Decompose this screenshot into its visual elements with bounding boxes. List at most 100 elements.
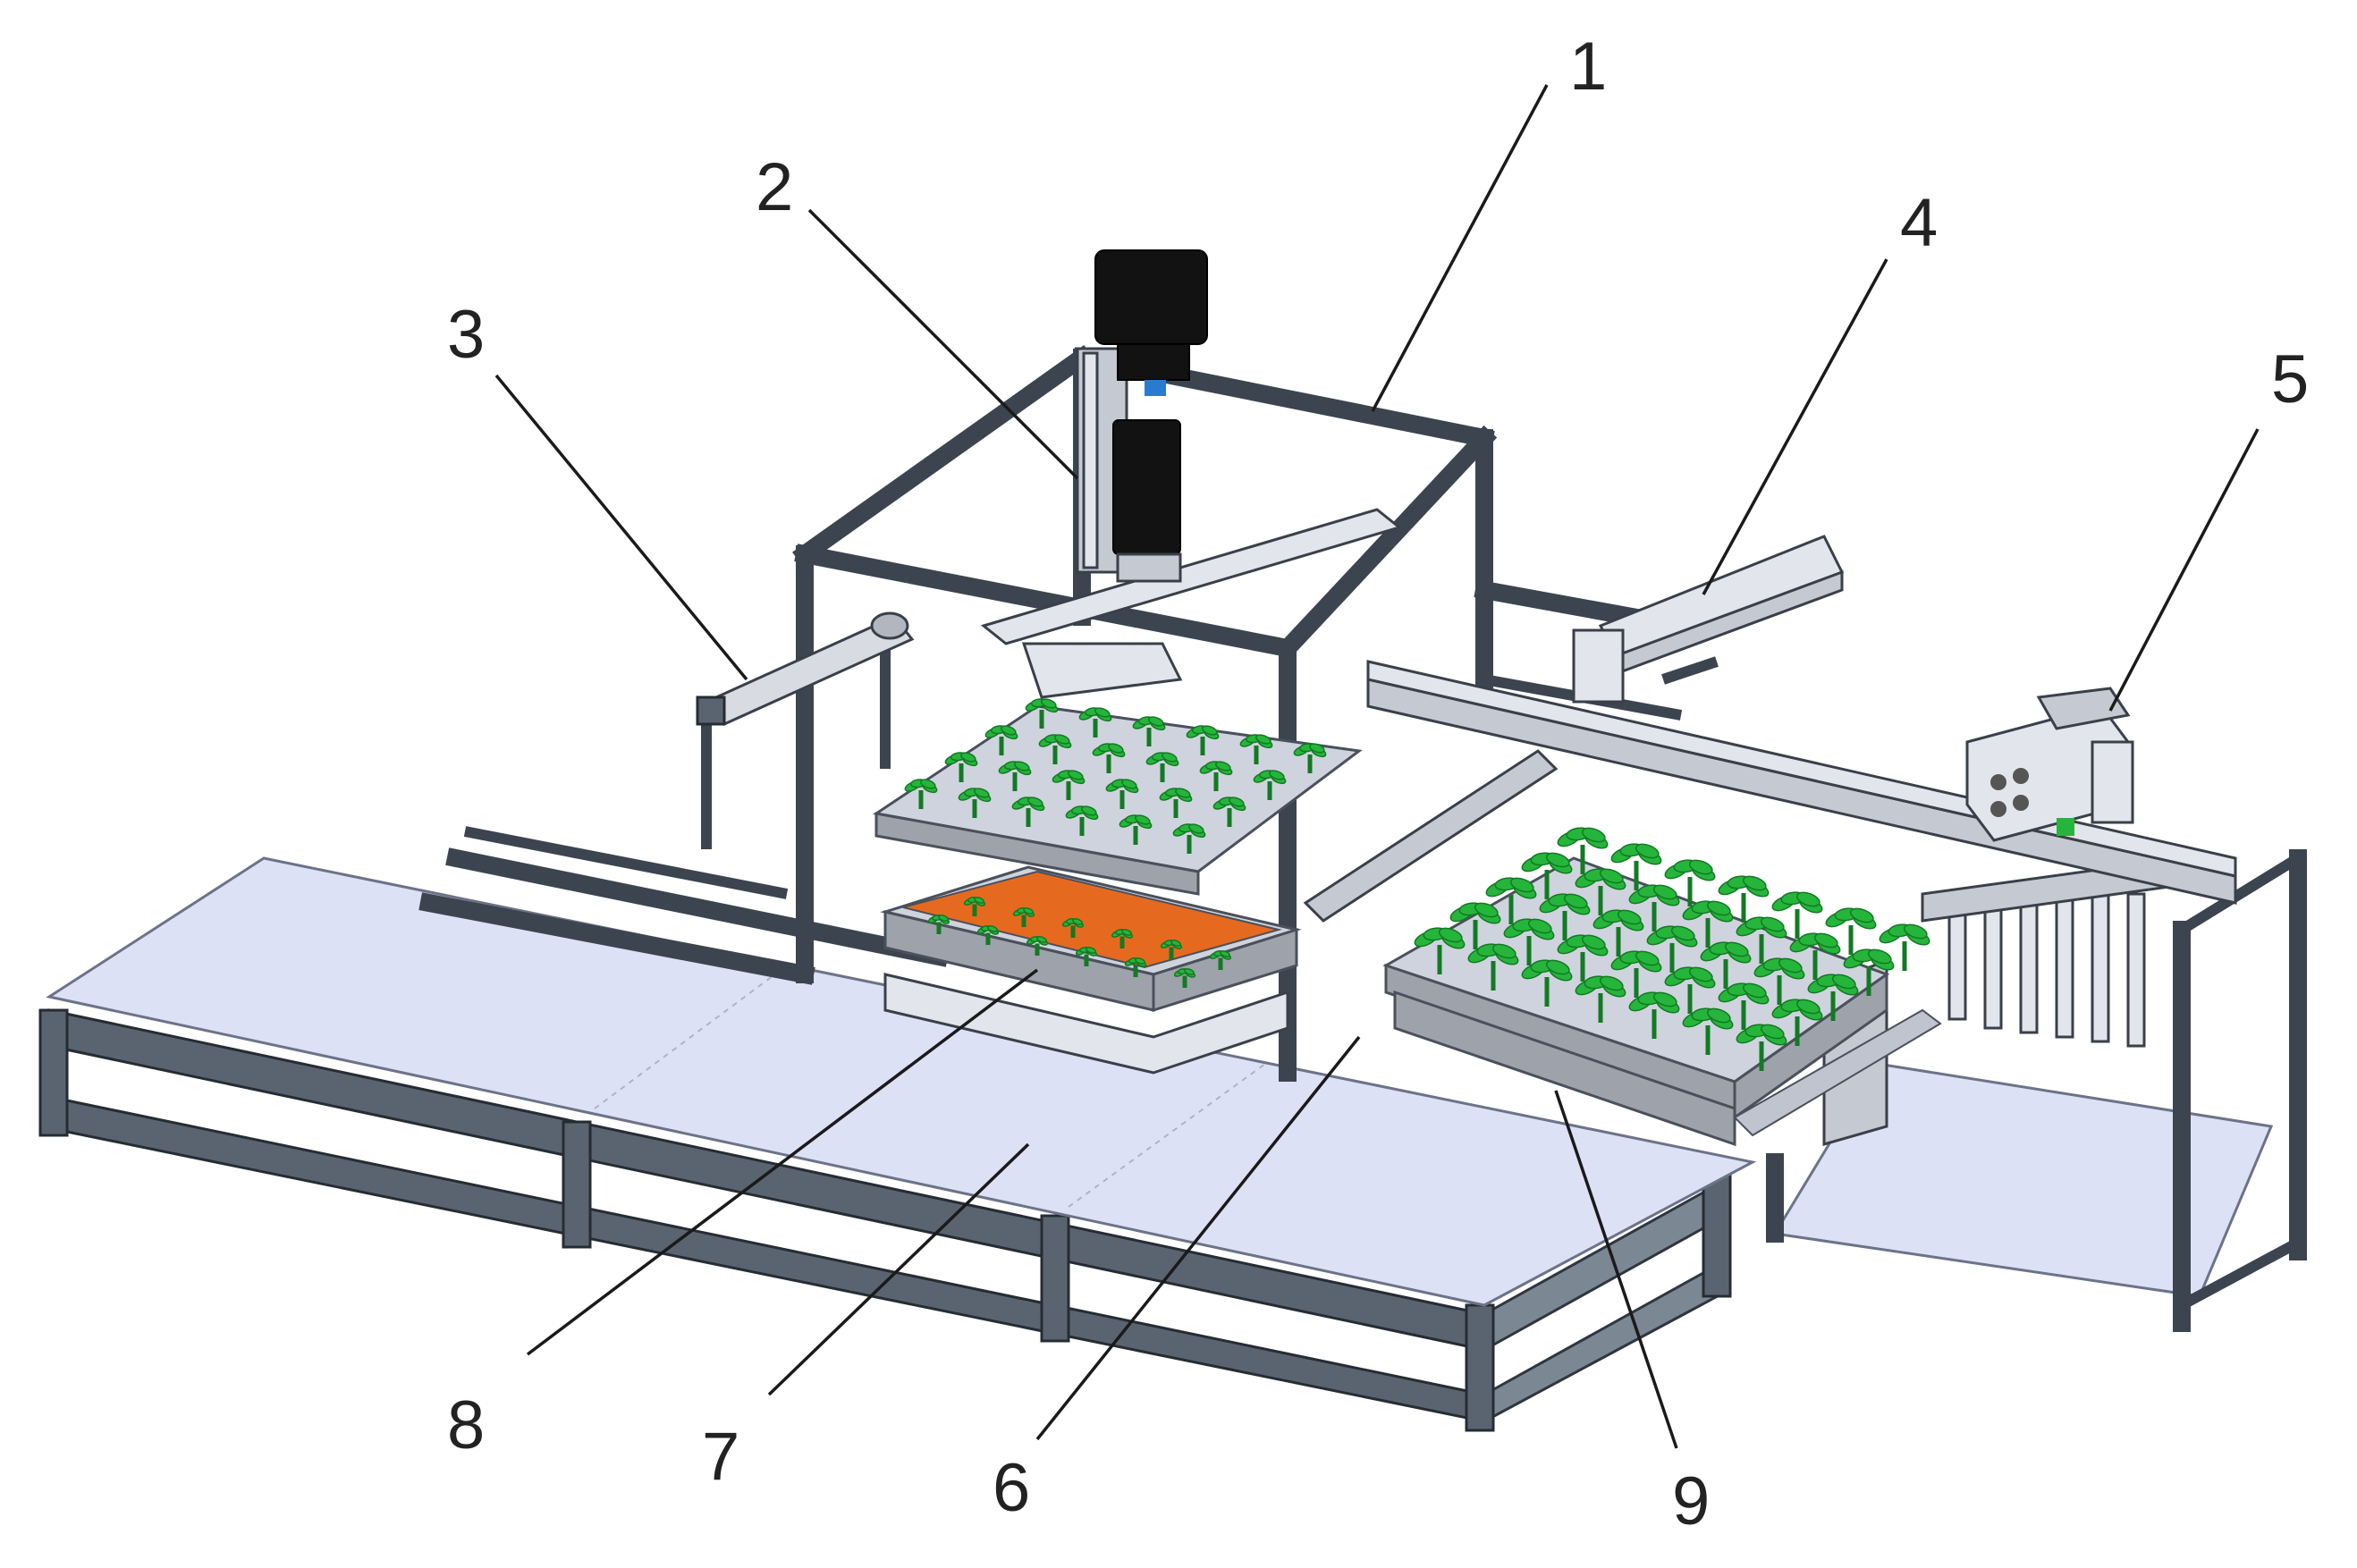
callout-3: 3 (447, 297, 485, 373)
seedling (1575, 868, 1626, 915)
callout-9: 9 (1672, 1463, 1710, 1539)
seedling (1052, 770, 1086, 800)
seedlings-orange-tray (927, 897, 1232, 988)
leader-line-3 (494, 374, 748, 681)
seedling (958, 788, 992, 818)
seedling (1038, 734, 1072, 764)
seedling (1145, 752, 1179, 782)
seedling (1025, 698, 1059, 729)
seedling (1521, 959, 1573, 1007)
orange-cell-grid (902, 870, 1282, 969)
right-rear-slide (1572, 535, 1845, 704)
leader-line-8 (526, 968, 1039, 1356)
seedling (1825, 907, 1877, 955)
seedling (1075, 947, 1098, 966)
callout-4: 4 (1900, 185, 1938, 261)
callout-7: 7 (702, 1419, 739, 1495)
seedling (1212, 797, 1246, 827)
seedling (1124, 957, 1147, 977)
seedling (1682, 1007, 1734, 1055)
seedling (1172, 823, 1206, 854)
seedlings-right (1414, 827, 1930, 1071)
seedling (1646, 925, 1698, 973)
seedling (1736, 1024, 1787, 1071)
seedling (1843, 948, 1895, 996)
seedling (976, 925, 1000, 945)
leader-line-7 (767, 1142, 1030, 1396)
seedling (1253, 770, 1287, 800)
seedling (1879, 923, 1930, 971)
seedling (1610, 843, 1662, 890)
seedling (1061, 918, 1085, 938)
seedlings-left (904, 698, 1327, 854)
leader-line-1 (1371, 84, 1549, 412)
seedling (1092, 743, 1126, 773)
seedling (1628, 991, 1680, 1039)
seedling (1664, 859, 1716, 906)
seedling-tray-left (873, 704, 1363, 1075)
seedling (1293, 743, 1327, 773)
seedling (1485, 877, 1537, 924)
seedling (1664, 966, 1716, 1014)
seedling (1199, 761, 1233, 791)
leader-line-9 (1554, 1090, 1678, 1449)
leader-line-2 (807, 208, 1079, 480)
seedling (1718, 982, 1770, 1030)
seedling (1807, 974, 1859, 1021)
seedling (1119, 814, 1153, 845)
seedling (927, 915, 950, 934)
seedling (1771, 999, 1823, 1046)
seedling (1078, 707, 1112, 738)
seedling (1789, 932, 1841, 980)
seedling (963, 897, 986, 916)
leader-line-5 (2108, 428, 2260, 712)
seedling (1682, 900, 1734, 948)
leader-lines (494, 84, 2260, 1449)
seedling (1557, 934, 1609, 982)
seedling (1173, 968, 1196, 988)
seedling (1011, 797, 1045, 827)
seedling (1753, 957, 1805, 1005)
seedling (1628, 884, 1680, 932)
seedling (1610, 950, 1662, 998)
seedling (1575, 975, 1626, 1023)
seedling (1209, 950, 1232, 970)
seedling (1160, 940, 1183, 959)
seedling (1736, 916, 1787, 964)
seedling (1012, 907, 1035, 927)
callout-1: 1 (1569, 29, 1607, 105)
left-cylinder (696, 611, 915, 726)
callout-8: 8 (447, 1387, 485, 1463)
seedling (998, 761, 1032, 791)
seedling (1771, 891, 1823, 939)
leader-line-6 (1035, 1035, 1361, 1441)
seedling (1449, 902, 1501, 949)
seedling (1159, 788, 1193, 818)
vertical-axis-module (980, 249, 1403, 699)
seedling (1467, 943, 1519, 991)
seedling (1700, 941, 1752, 989)
seedling (1239, 734, 1273, 764)
seedling (1026, 936, 1049, 956)
seedling (1105, 779, 1139, 809)
conveyor-platform (38, 856, 1757, 1432)
seedling (1539, 893, 1591, 940)
seedling (1186, 725, 1220, 755)
seedling (1592, 909, 1644, 957)
right-transfer-frame (1766, 849, 2307, 1332)
gripper-fingers (1921, 856, 2184, 1048)
seedling (984, 725, 1018, 755)
seedling (1503, 918, 1555, 965)
seedling (1557, 827, 1609, 874)
seedling (904, 779, 938, 809)
callout-6: 6 (993, 1450, 1030, 1526)
rear-frame (418, 826, 950, 985)
seedling (1111, 929, 1134, 948)
seedling (944, 752, 978, 782)
seedling (1065, 805, 1099, 836)
callout-5: 5 (2271, 341, 2309, 417)
callout-2: 2 (756, 149, 793, 225)
seedling (1718, 875, 1770, 923)
seedling (1132, 716, 1166, 746)
